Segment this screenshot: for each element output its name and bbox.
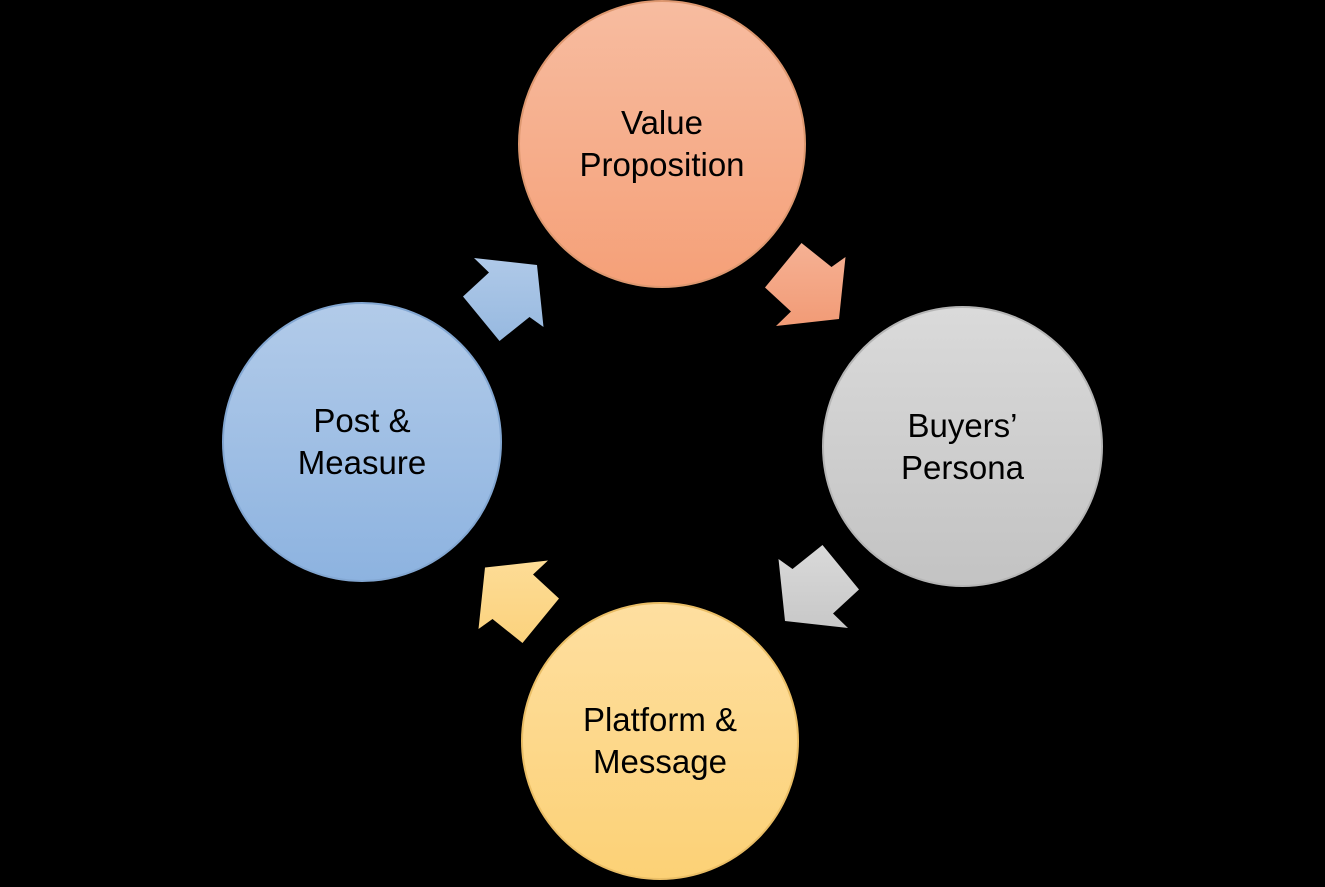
node-label-line: Proposition <box>579 146 745 183</box>
node-label-line: Message <box>593 743 727 780</box>
cycle-arrow-down-right-icon <box>765 243 846 326</box>
node-label-line: Buyers’ <box>907 406 1018 444</box>
cycle-node-post-measure: Post & Measure <box>222 302 502 582</box>
node-label-line: Measure <box>297 444 427 481</box>
node-label-buyers-persona: Buyers’ Persona <box>901 405 1024 489</box>
node-label-line: Post & <box>313 402 411 440</box>
cycle-arrow-down-left-icon <box>778 545 859 628</box>
cycle-node-platform-message: Platform & Message <box>521 602 799 880</box>
node-label-platform-message: Platform & Message <box>583 699 737 783</box>
node-label-line: Value <box>621 104 703 142</box>
node-label-line: Persona <box>901 448 1024 486</box>
cycle-arrow-up-right-icon <box>463 258 544 341</box>
node-label-line: Platform & <box>582 701 738 739</box>
node-label-value-proposition: Value Proposition <box>579 102 744 186</box>
cycle-arrow-up-left-icon <box>478 560 559 643</box>
cycle-node-buyers-persona: Buyers’ Persona <box>822 306 1103 587</box>
cycle-node-value-proposition: Value Proposition <box>518 0 806 288</box>
node-label-post-measure: Post & Measure <box>298 400 426 484</box>
